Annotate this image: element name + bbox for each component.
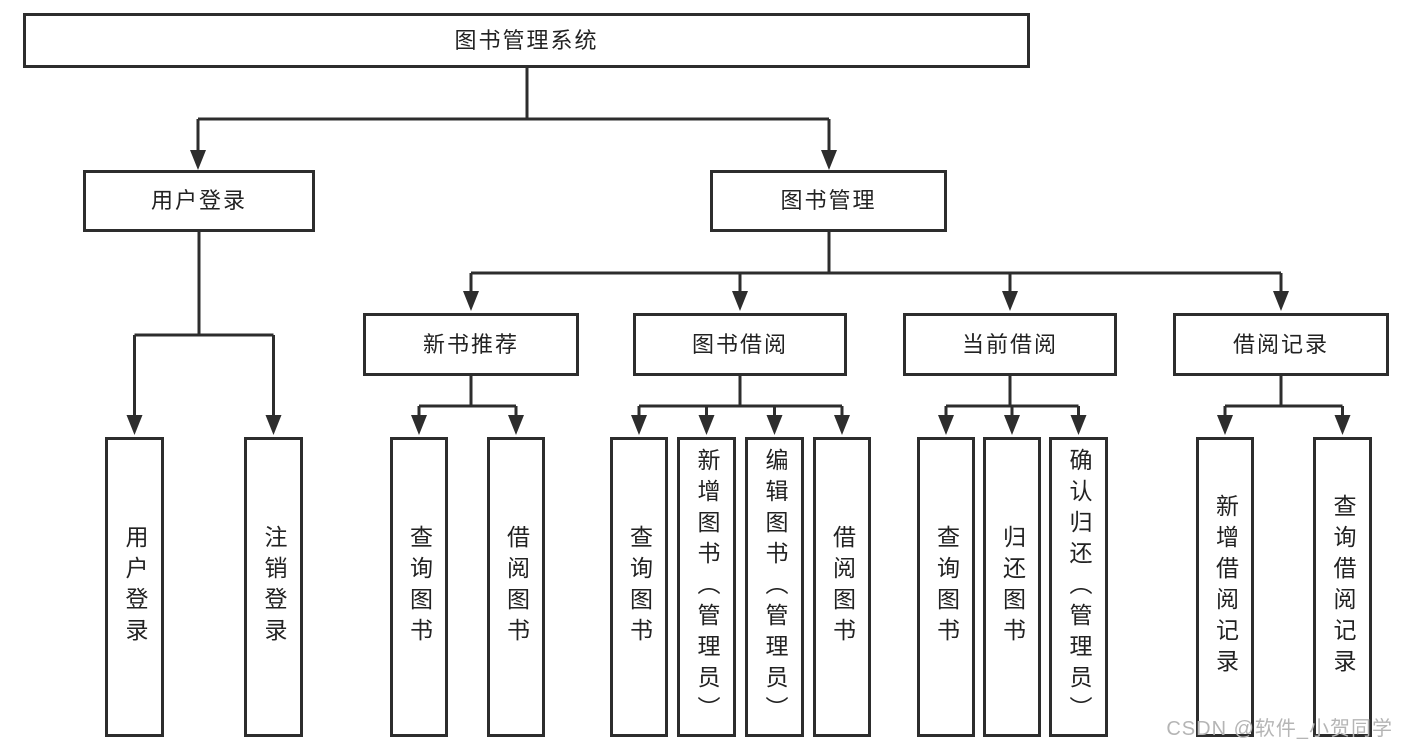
leaf-recommend-query-books-label: 查询图书 — [406, 525, 433, 649]
leaf-current-return-books: 归还图书 — [983, 437, 1041, 737]
node-book-management-label: 图书管理 — [780, 188, 877, 213]
leaf-recommend-borrow-books-label: 借阅图书 — [503, 525, 530, 649]
leaf-recommend-query-books: 查询图书 — [390, 437, 448, 737]
leaf-records-query-record: 查询借阅记录 — [1313, 437, 1372, 737]
leaf-logout: 注销登录 — [244, 437, 303, 737]
leaf-borrowing-borrow-books: 借阅图书 — [813, 437, 871, 737]
node-current-borrowing: 当前借阅 — [903, 313, 1117, 376]
leaf-borrowing-edit-books-admin: 编辑图书（管理员） — [745, 437, 804, 737]
node-book-borrowing: 图书借阅 — [633, 313, 847, 376]
leaf-user-login-label: 用户登录 — [122, 525, 148, 649]
leaf-records-query-record-label: 查询借阅记录 — [1330, 494, 1356, 680]
node-user-login: 用户登录 — [83, 170, 315, 232]
node-book-management: 图书管理 — [710, 170, 947, 232]
node-root-label: 图书管理系统 — [454, 27, 599, 53]
node-new-book-recommend: 新书推荐 — [363, 313, 579, 376]
leaf-borrowing-query-books: 查询图书 — [610, 437, 668, 737]
leaf-current-confirm-return-admin-label: 确认归还（管理员） — [1066, 447, 1092, 727]
leaf-recommend-borrow-books: 借阅图书 — [487, 437, 545, 737]
leaf-user-login: 用户登录 — [105, 437, 164, 737]
node-user-login-label: 用户登录 — [150, 188, 247, 213]
leaf-borrowing-add-books-admin-label: 新增图书（管理员） — [694, 447, 720, 727]
leaf-borrowing-add-books-admin: 新增图书（管理员） — [677, 437, 736, 737]
csdn-watermark: CSDN @软件_小贺同学 — [1166, 718, 1393, 740]
leaf-current-query-books-label: 查询图书 — [933, 525, 960, 649]
node-new-book-recommend-label: 新书推荐 — [422, 331, 519, 357]
node-borrowing-records: 借阅记录 — [1173, 313, 1389, 376]
leaf-records-add-record: 新增借阅记录 — [1196, 437, 1254, 737]
node-current-borrowing-label: 当前借阅 — [961, 331, 1058, 357]
leaf-borrowing-query-books-label: 查询图书 — [626, 525, 653, 649]
leaf-borrowing-edit-books-admin-label: 编辑图书（管理员） — [762, 447, 788, 727]
node-borrowing-records-label: 借阅记录 — [1232, 331, 1329, 357]
leaf-records-add-record-label: 新增借阅记录 — [1212, 494, 1239, 680]
node-book-borrowing-label: 图书借阅 — [691, 331, 788, 357]
leaf-current-confirm-return-admin: 确认归还（管理员） — [1049, 437, 1108, 737]
leaf-borrowing-borrow-books-label: 借阅图书 — [829, 525, 856, 649]
leaf-current-query-books: 查询图书 — [917, 437, 975, 737]
leaf-logout-label: 注销登录 — [261, 525, 287, 649]
leaf-current-return-books-label: 归还图书 — [999, 525, 1026, 649]
node-root: 图书管理系统 — [23, 13, 1030, 68]
